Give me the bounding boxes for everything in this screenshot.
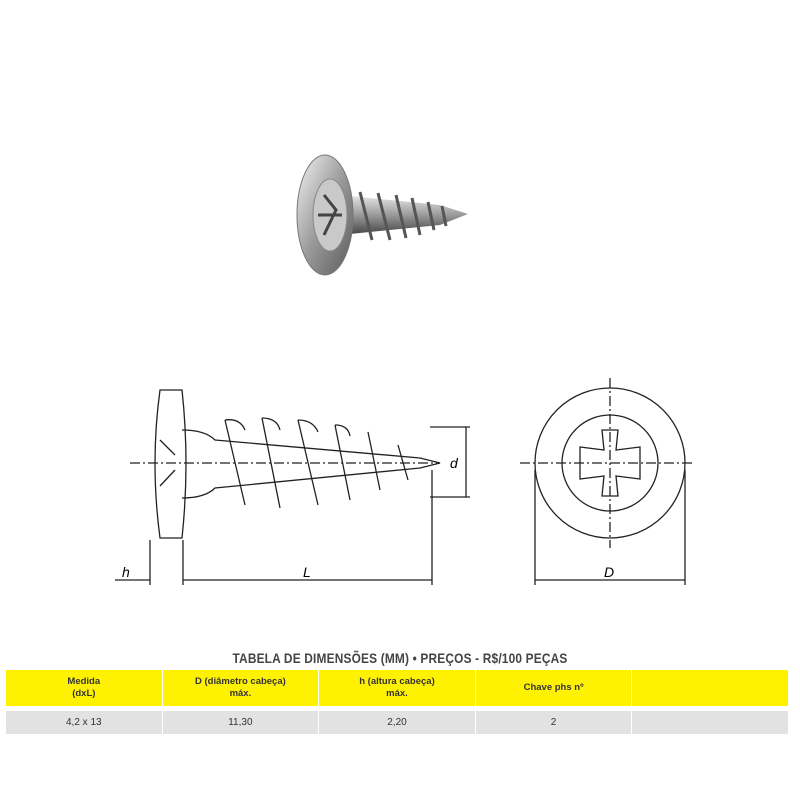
header-line: máx. bbox=[229, 688, 252, 699]
header-diametro: D (diâmetro cabeça)máx. bbox=[162, 670, 320, 706]
label-L: L bbox=[303, 564, 311, 580]
header-line: h (altura cabeça) bbox=[359, 676, 435, 687]
header-chave: Chave phs nº bbox=[475, 670, 633, 706]
dimensions-table: Medida(dxL) D (diâmetro cabeça)máx. h (a… bbox=[6, 670, 789, 734]
cell-altura: 2,20 bbox=[319, 711, 476, 734]
screw-photo bbox=[296, 154, 468, 276]
cell-medida: 4,2 x 13 bbox=[6, 711, 163, 734]
header-altura: h (altura cabeça)máx. bbox=[319, 670, 476, 706]
header-line: D (diâmetro cabeça) bbox=[194, 676, 286, 687]
table-title: TABELA DE DIMENSÕES (MM) • PREÇOS - R$/1… bbox=[232, 650, 568, 666]
label-D: D bbox=[604, 564, 614, 580]
table-row: 4,2 x 13 11,30 2,20 2 bbox=[6, 711, 789, 734]
header-line: Medida bbox=[67, 676, 101, 687]
cell-chave: 2 bbox=[475, 711, 633, 734]
label-h: h bbox=[122, 564, 130, 580]
header-line: (dxL) bbox=[72, 688, 96, 699]
header-empty bbox=[632, 670, 789, 706]
table-header-row: Medida(dxL) D (diâmetro cabeça)máx. h (a… bbox=[6, 670, 789, 706]
label-d: d bbox=[450, 455, 459, 471]
side-view-drawing bbox=[115, 389, 470, 585]
header-line: Chave phs nº bbox=[523, 682, 584, 693]
table-gap bbox=[6, 706, 789, 711]
cell-diametro: 11,30 bbox=[162, 711, 320, 734]
front-view-drawing bbox=[520, 378, 695, 585]
gap-cell bbox=[6, 706, 789, 711]
header-line: máx. bbox=[386, 688, 408, 699]
header-medida: Medida(dxL) bbox=[6, 670, 163, 706]
cell-empty bbox=[632, 711, 789, 734]
